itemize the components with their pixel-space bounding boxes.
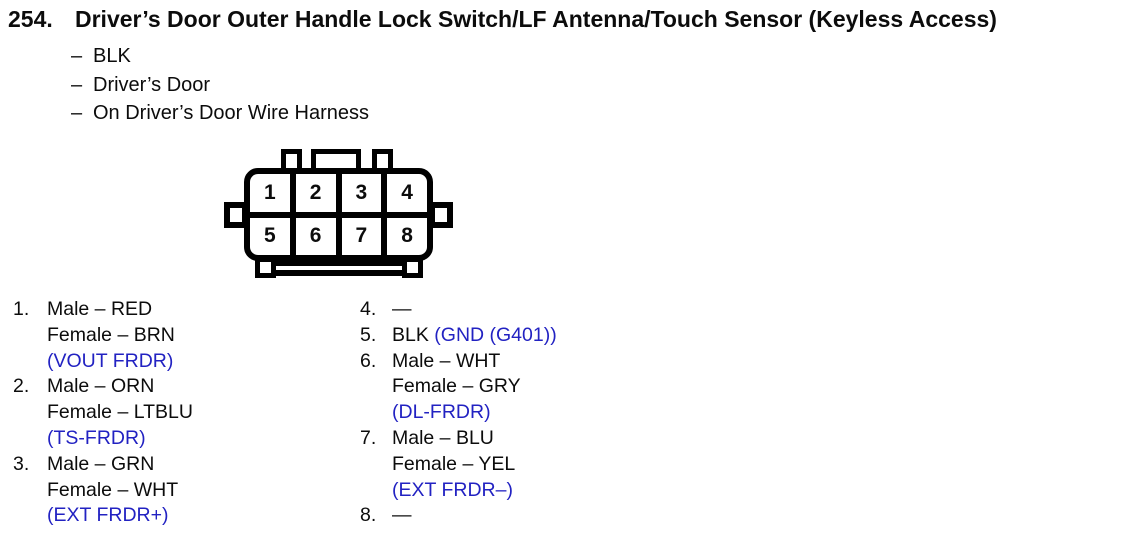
pin-entry-7: 7. Male – BLU Female – YEL (EXT FRDR–) [360, 426, 557, 503]
pin-signal-label: (DL-FRDR) [392, 401, 491, 424]
item-title: Driver’s Door Outer Handle Lock Switch/L… [75, 6, 997, 32]
pin-number: 4. [360, 298, 377, 320]
item-number: 254. [8, 6, 53, 32]
connector-pin-cell-7: 7 [341, 217, 382, 255]
pin-list-right-column: 4. — 5. BLK (GND (G401)) 6. Male – WHT F… [360, 297, 557, 529]
pin-number: 8. [360, 504, 377, 527]
detail-list: – BLK – Driver’s Door – On Driver’s Door… [71, 42, 369, 128]
pin-number: 2. [13, 375, 30, 398]
pin-female-wire: Female – WHT [47, 478, 179, 501]
connector-pin-cell-6: 6 [295, 217, 336, 255]
pin-male-wire: Male – RED [47, 298, 153, 320]
pin-list-left-column: 1. Male – RED Female – BRN (VOUT FRDR) 2… [13, 297, 193, 529]
connector-lock-bar [272, 261, 405, 276]
detail-connector-color: – BLK [71, 42, 369, 71]
detail-text: On Driver’s Door Wire Harness [93, 102, 369, 124]
pin-signal-label: (EXT FRDR+) [47, 504, 169, 527]
pin-female-wire: Female – BRN [47, 323, 175, 346]
pin-number: 3. [13, 452, 30, 475]
connector-pin-cell-8: 8 [387, 217, 427, 255]
pin-entry-2: 2. Male – ORN Female – LTBLU (TS-FRDR) [13, 374, 193, 451]
pin-female-wire: Female – LTBLU [47, 401, 193, 424]
pin-number: 1. [13, 298, 30, 320]
pin-not-used: — [392, 504, 412, 527]
connector-pin-cell-5: 5 [250, 217, 290, 255]
pin-not-used: — [392, 298, 412, 320]
connector-pin-cell-3: 3 [341, 174, 382, 212]
detail-text: BLK [93, 45, 131, 67]
pin-wire-color: BLK [392, 323, 429, 346]
pin-male-wire: Male – BLU [392, 426, 494, 449]
pin-entry-3: 3. Male – GRN Female – WHT (EXT FRDR+) [13, 452, 193, 529]
pin-entry-6: 6. Male – WHT Female – GRY (DL-FRDR) [360, 349, 557, 426]
pin-entry-8: 8. — [360, 503, 557, 529]
connector-body: 1 2 3 4 5 6 7 8 [244, 168, 433, 261]
pin-entry-1: 1. Male – RED Female – BRN (VOUT FRDR) [13, 297, 193, 374]
dash-bullet: – [71, 45, 83, 67]
pin-number: 7. [360, 426, 377, 449]
pin-female-wire: Female – GRY [392, 375, 521, 398]
connector-pin-cell-4: 4 [387, 174, 427, 212]
connector-pin-cell-1: 1 [250, 174, 290, 212]
pin-signal-label: (VOUT FRDR) [47, 349, 174, 372]
pin-entry-5: 5. BLK (GND (G401)) [360, 323, 557, 349]
pin-signal-label: (EXT FRDR–) [392, 478, 513, 501]
detail-harness: – On Driver’s Door Wire Harness [71, 99, 369, 128]
pin-wire-and-signal: BLK (GND (G401)) [392, 323, 557, 349]
pin-number: 6. [360, 349, 377, 372]
pin-male-wire: Male – WHT [392, 349, 501, 372]
detail-location: – Driver’s Door [71, 71, 369, 100]
pin-number: 5. [360, 323, 377, 346]
pin-signal-label: (TS-FRDR) [47, 426, 146, 449]
pin-male-wire: Male – ORN [47, 375, 155, 398]
pin-entry-4: 4. — [360, 297, 557, 323]
dash-bullet: – [71, 102, 83, 124]
pin-signal-label: (GND (G401)) [434, 323, 557, 346]
connector-pin-cell-2: 2 [295, 174, 336, 212]
detail-text: Driver’s Door [93, 73, 211, 96]
page-title: 254. Driver’s Door Outer Handle Lock Swi… [8, 6, 997, 33]
pin-female-wire: Female – YEL [392, 452, 516, 475]
dash-bullet: – [71, 73, 83, 96]
pin-male-wire: Male – GRN [47, 452, 155, 475]
